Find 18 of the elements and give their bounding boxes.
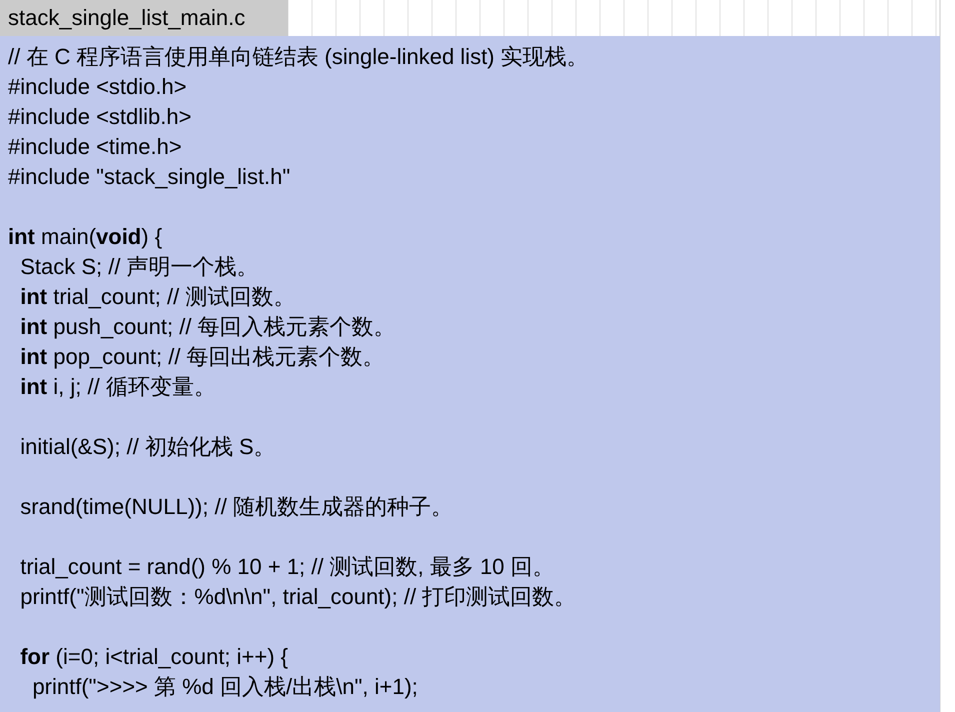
code-line: printf("测试回数：%d\n\n", trial_count); // 打印测试回数。 bbox=[19, 583, 576, 611]
code-line: int trial_count; // 测试回数。 bbox=[19, 283, 296, 311]
code-line: Stack S; // 声明一个栈。 bbox=[19, 253, 259, 281]
code-line: printf(">>>> 第 %d 回入栈/出栈\n", i+1); bbox=[31, 673, 418, 701]
code-line: int i, j; // 循环变量。 bbox=[19, 373, 216, 401]
code-line: #include <stdio.h> bbox=[8, 73, 187, 101]
code-line: #include "stack_single_list.h" bbox=[8, 163, 290, 191]
code-line: int push_count; // 每回入栈元素个数。 bbox=[19, 313, 396, 341]
code-comment: // 在 C 程序语言使用单向链结表 (single-linked list) 实现栈。 bbox=[8, 43, 589, 71]
code-line: initial(&S); // 初始化栈 S。 bbox=[19, 433, 276, 461]
code-line: #include <time.h> bbox=[8, 133, 182, 161]
code-line: int main(void) { bbox=[8, 223, 162, 251]
code-line: trial_count = rand() % 10 + 1; // 测试回数, 最多 10 回。 bbox=[19, 553, 555, 581]
file-tab: stack_single_list_main.c bbox=[0, 0, 288, 36]
code-line: #include <stdlib.h> bbox=[8, 103, 192, 131]
code-line: srand(time(NULL)); // 随机数生成器的种子。 bbox=[19, 493, 453, 521]
code-line: for (i=0; i<trial_count; i++) { bbox=[19, 643, 288, 671]
code-line: int pop_count; // 每回出栈元素个数。 bbox=[19, 343, 385, 371]
